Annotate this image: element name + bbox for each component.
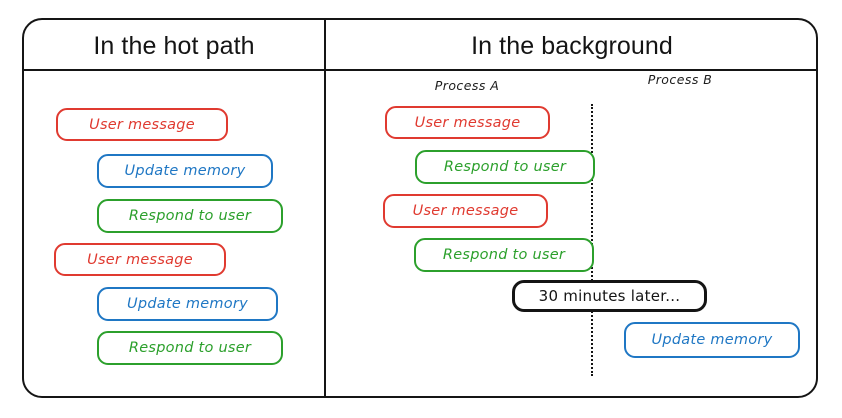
column-divider [324,18,326,398]
process-divider-dotted [591,104,593,376]
process-a-step-2: User message [383,194,548,228]
hot-path-step-3: User message [54,243,226,276]
hot-path-step-4: Update memory [97,287,278,321]
header-divider [22,69,818,71]
column-header-hot-path: In the hot path [93,32,255,60]
process-a-step-0: User message [385,106,550,139]
hot-path-step-1: Update memory [97,154,273,188]
column-header-background: In the background [471,32,673,60]
process-a-step-3: Respond to user [414,238,594,272]
hot-path-step-5: Respond to user [97,331,283,365]
process-b-step-0: Update memory [624,322,800,358]
hot-path-step-2: Respond to user [97,199,283,233]
lane-label-process-b: Process B [647,72,713,87]
process-a-step-1: Respond to user [415,150,595,184]
time-marker-0: 30 minutes later... [512,280,707,312]
lane-label-process-a: Process A [434,78,500,93]
hot-path-step-0: User message [56,108,228,141]
